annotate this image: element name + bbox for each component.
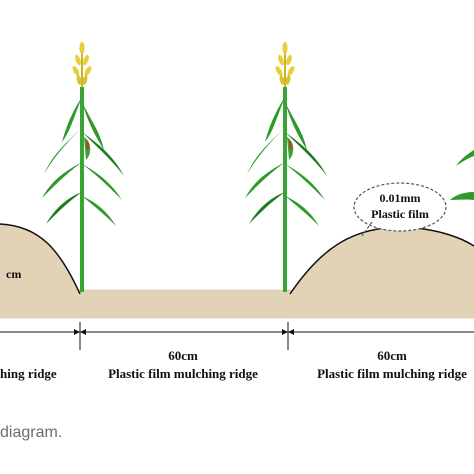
left-ridge-width-partial: cm — [6, 267, 21, 281]
film-callout-bubble — [353, 182, 447, 232]
left-ridge-film — [0, 223, 81, 295]
left-ridge-label-partial: hing ridge — [0, 366, 57, 381]
partial-plant-leaf — [456, 150, 474, 166]
dimension-arrow-icon — [288, 329, 294, 335]
middle-width-label: 60cm — [168, 348, 198, 363]
dimension-arrow-icon — [282, 329, 288, 335]
partial-plant-leaf — [450, 192, 474, 200]
right-width-label: 60cm — [377, 348, 407, 363]
right-ridge — [290, 227, 474, 318]
middle-ridge-label: Plastic film mulching ridge — [108, 366, 258, 381]
film-thickness-label: 0.01mm — [380, 191, 421, 205]
film-callout-pointer — [361, 221, 373, 237]
right-ridge-label: Plastic film mulching ridge — [317, 366, 467, 381]
dimension-arrow-icon — [74, 329, 80, 335]
film-material-label: Plastic film — [371, 207, 429, 221]
left-ridge — [0, 224, 80, 318]
figure-caption: diagram. — [0, 424, 63, 441]
corn-plant-icon — [244, 41, 328, 293]
dimension-arrow-icon — [80, 329, 86, 335]
